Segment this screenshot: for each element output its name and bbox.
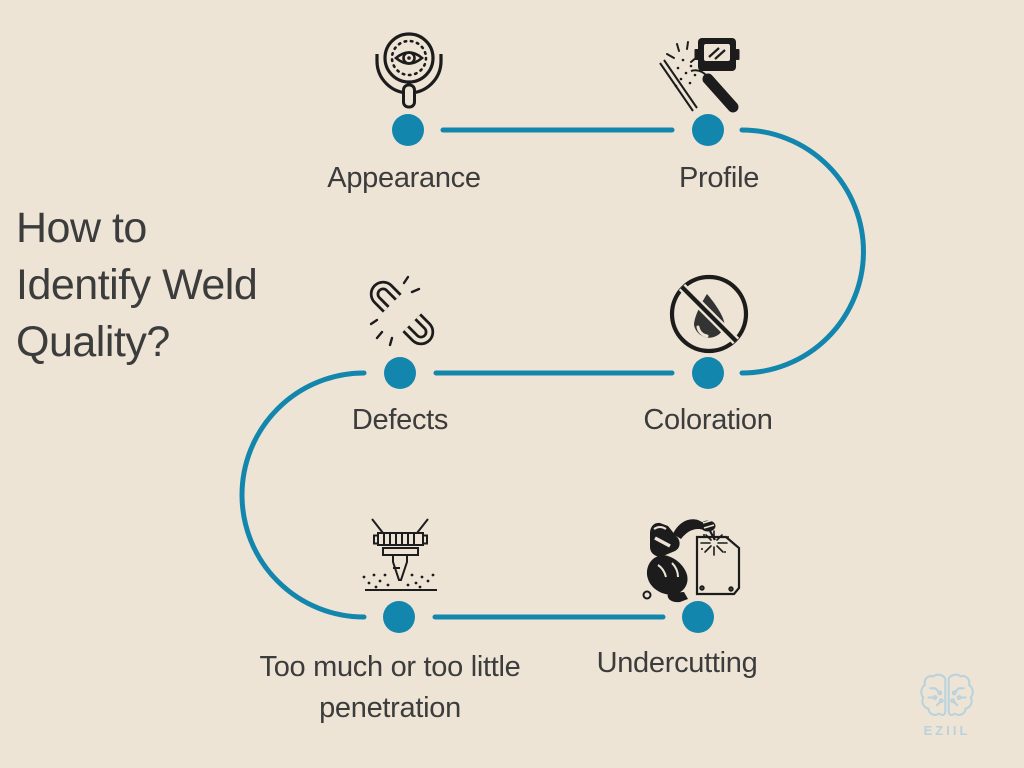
node-label-defects: Defects <box>351 404 449 436</box>
node-label-appearance: Appearance <box>327 162 481 194</box>
broken-chain-link-icon <box>369 275 435 347</box>
page-title: How to Identify Weld Quality? <box>16 200 258 371</box>
page-title-line-1: How to <box>16 204 147 252</box>
node-label-coloration: Coloration <box>643 404 773 436</box>
node-dot-profile <box>692 114 724 146</box>
connector-arc-defects-penetration <box>239 370 367 620</box>
brain-circuit-icon <box>920 673 974 716</box>
node-label-profile: Profile <box>678 162 760 194</box>
node-label-penetration: Too much or too little penetration <box>259 651 521 724</box>
node-dot-penetration <box>383 601 415 633</box>
magnifier-eye-icon <box>375 32 443 109</box>
node-dot-coloration <box>692 357 724 389</box>
connector-arc-profile-coloration <box>739 127 866 376</box>
welding-helmet-torch-icon <box>659 38 740 113</box>
laser-nozzle-icon <box>362 518 437 591</box>
welder-at-work-icon <box>642 519 741 603</box>
node-dot-defects <box>384 357 416 389</box>
page-title-line-2: Identify Weld <box>16 261 258 309</box>
node-label-undercutting: Undercutting <box>596 647 758 679</box>
node-dot-undercutting <box>682 601 714 633</box>
brand-logo: EZIIL <box>920 671 974 738</box>
page-title-line-3: Quality? <box>16 318 170 366</box>
brand-name: EZIIL <box>923 723 971 738</box>
node-dot-appearance <box>392 114 424 146</box>
no-water-drop-icon <box>669 274 749 354</box>
